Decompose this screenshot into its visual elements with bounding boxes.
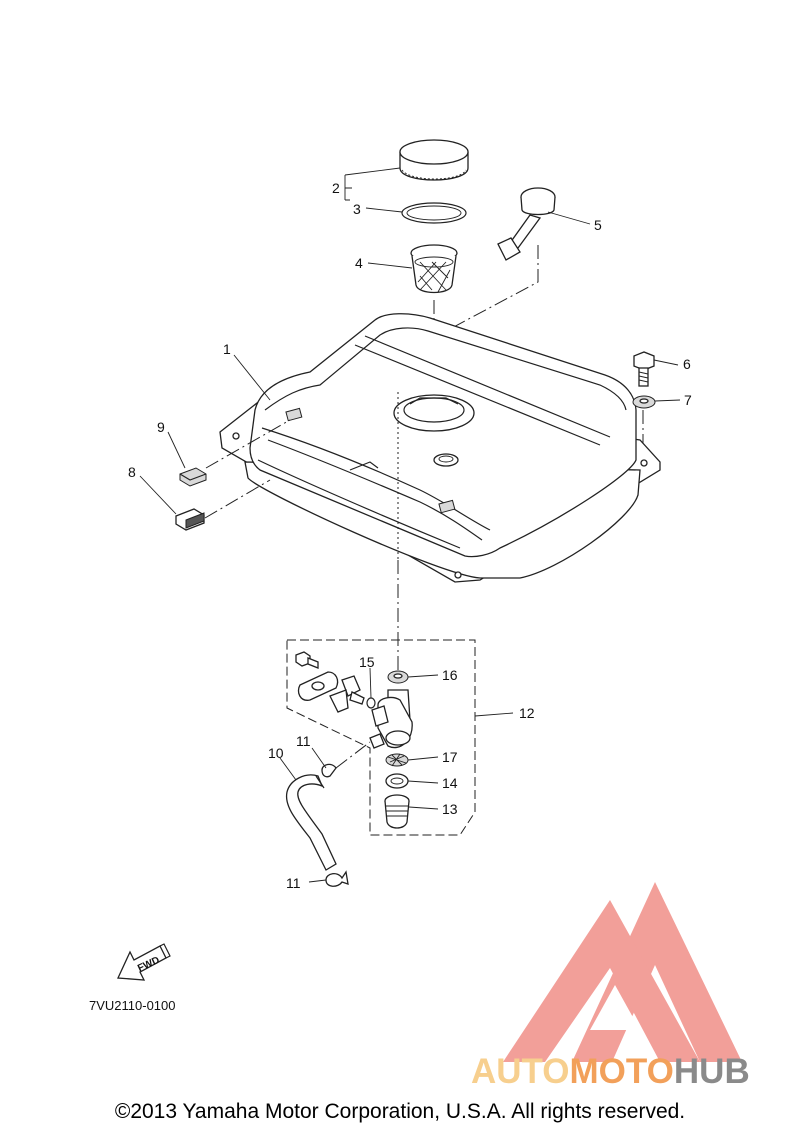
- callout-17: 17: [442, 749, 458, 765]
- callout-11-upper: 11: [296, 733, 311, 749]
- watermark-text: AUTOMOTOHUB: [471, 1052, 750, 1092]
- fuel-cap: [399, 139, 469, 181]
- callout-5: 5: [594, 217, 602, 233]
- callout-11-lower: 11: [286, 875, 301, 891]
- gasket-16: [387, 670, 409, 684]
- o-ring-15: [366, 697, 376, 709]
- callout-1: 1: [223, 341, 231, 357]
- callout-4: 4: [355, 255, 363, 271]
- callout-16: 16: [442, 667, 458, 683]
- fwd-arrow-icon: FWD: [117, 943, 171, 981]
- damper-8: [175, 508, 205, 531]
- centerline-damper-8: [204, 479, 271, 519]
- logo-inner-a: [503, 900, 700, 1062]
- callout-7: 7: [684, 392, 692, 408]
- callout-13: 13: [442, 801, 458, 817]
- fuel-cock-assembly-boundary: [286, 639, 476, 836]
- watermark-moto: MOTO: [569, 1052, 674, 1091]
- callout-15: 15: [359, 654, 375, 670]
- cock-strainer-17: [385, 753, 409, 767]
- watermark-auto: AUTO: [471, 1052, 570, 1091]
- leader-lines: [139, 167, 681, 883]
- bolt: [633, 351, 655, 387]
- callout-10: 10: [268, 745, 284, 761]
- callout-12: 12: [519, 705, 535, 721]
- centerline-hose: [335, 741, 371, 769]
- diagram-code: 7VU2110-0100: [89, 998, 176, 1013]
- centerline-damper-9: [205, 419, 291, 469]
- callout-2: 2: [332, 180, 340, 196]
- logo-inner-cut: [590, 985, 640, 1030]
- cock-lever: [329, 675, 365, 713]
- hose-clip-upper: [321, 763, 337, 778]
- fuel-strainer: [410, 244, 458, 294]
- callout-8: 8: [128, 464, 136, 480]
- fuel-gauge: [497, 187, 556, 261]
- fuel-cock-body: [369, 689, 413, 749]
- cup-13: [384, 794, 410, 829]
- fuel-hose: [285, 774, 337, 871]
- callout-14: 14: [442, 775, 458, 791]
- watermark-logo: [503, 882, 742, 1062]
- o-ring-14: [385, 773, 409, 789]
- callout-9: 9: [157, 419, 165, 435]
- cock-screw: [295, 651, 319, 669]
- callout-6: 6: [683, 356, 691, 372]
- copyright-notice: ©2013 Yamaha Motor Corporation, U.S.A. A…: [114, 1100, 686, 1123]
- watermark-hub: HUB: [673, 1052, 750, 1091]
- callout-3: 3: [353, 201, 361, 217]
- cap-gasket: [401, 202, 467, 224]
- damper-9: [179, 467, 207, 487]
- cock-plate: [297, 671, 339, 701]
- hose-clip-lower: [325, 870, 349, 887]
- washer: [632, 395, 656, 409]
- fuel-tank: [219, 313, 661, 583]
